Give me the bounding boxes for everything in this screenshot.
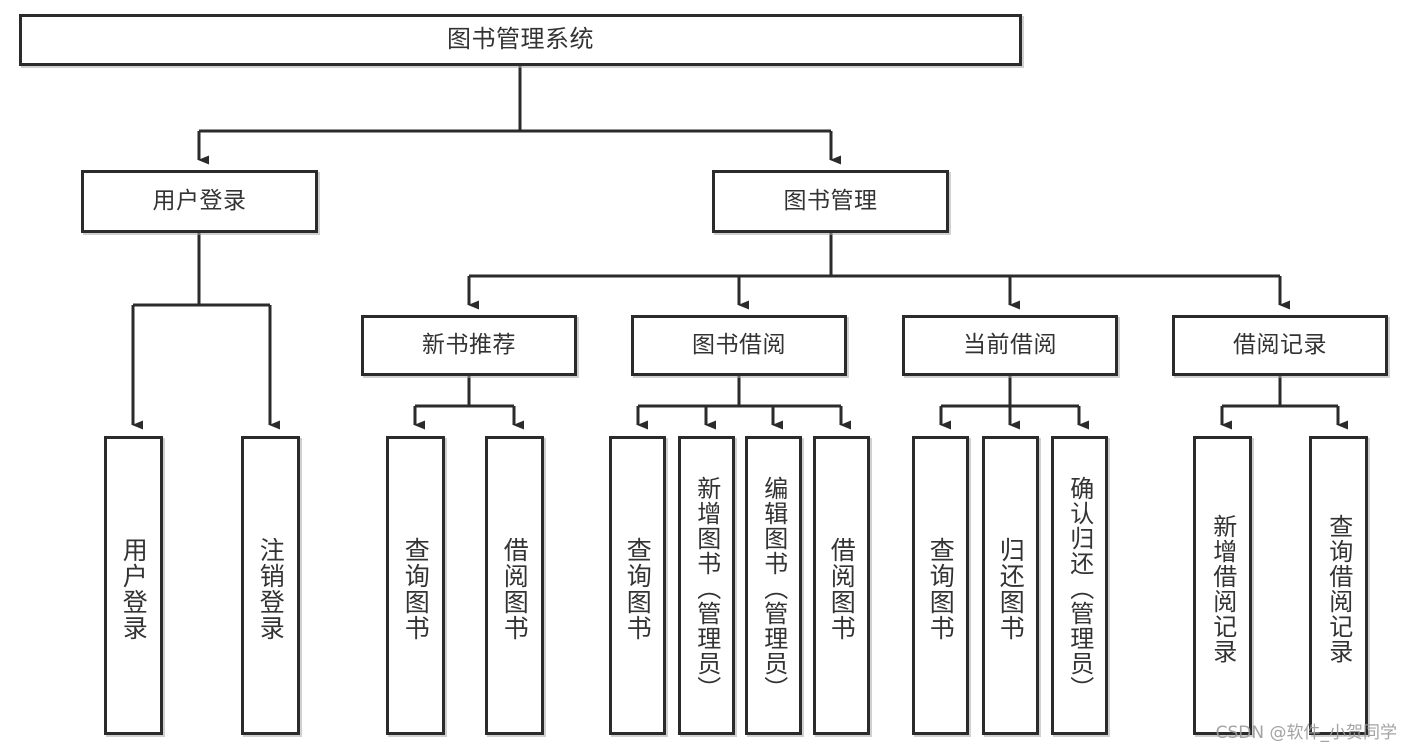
node-root-book-management-system[interactable]: 图书管理系统 (19, 14, 1022, 66)
node-label: 图书借阅 (692, 332, 786, 359)
node-borrow-record[interactable]: 借阅记录 (1172, 315, 1388, 376)
node-label: 借阅记录 (1233, 332, 1327, 359)
leaf-borrow-book[interactable]: 借阅图书 (813, 436, 870, 735)
node-label: 查询图书 (401, 536, 431, 641)
leaf-confirm-return-admin[interactable]: 确认归还（管理员） (1051, 436, 1108, 735)
leaf-query-borrow-record[interactable]: 查询借阅记录 (1309, 436, 1368, 735)
node-user-login[interactable]: 用户登录 (81, 170, 318, 233)
leaf-query-book-current[interactable]: 查询图书 (912, 436, 969, 735)
node-label: 借阅图书 (827, 536, 857, 641)
leaf-return-book[interactable]: 归还图书 (982, 436, 1039, 735)
leaf-borrow-book-recommend[interactable]: 借阅图书 (485, 436, 544, 735)
node-label: 归还图书 (996, 536, 1026, 641)
leaf-edit-book-admin[interactable]: 编辑图书（管理员） (745, 436, 802, 735)
csdn-watermark: CSDN @软件_小贺同学 (1215, 723, 1397, 743)
node-label: 用户登录 (152, 188, 247, 215)
leaf-add-book-admin[interactable]: 新增图书（管理员） (678, 436, 735, 735)
node-label: 用户登录 (119, 536, 149, 641)
leaf-add-borrow-record[interactable]: 新增借阅记录 (1193, 436, 1252, 735)
node-new-book-recommend[interactable]: 新书推荐 (361, 315, 577, 376)
leaf-query-book-borrow[interactable]: 查询图书 (609, 436, 666, 735)
node-label: 借阅图书 (500, 536, 530, 641)
leaf-query-book-recommend[interactable]: 查询图书 (386, 436, 445, 735)
node-label: 编辑图书（管理员） (759, 476, 788, 701)
node-label: 新增图书（管理员） (692, 476, 721, 701)
node-label: 注销登录 (256, 536, 286, 641)
leaf-user-login[interactable]: 用户登录 (104, 436, 163, 735)
node-label: 新增借阅记录 (1208, 513, 1237, 664)
node-label: 当前借阅 (963, 332, 1057, 359)
node-label: 图书管理系统 (447, 25, 594, 54)
node-book-borrow[interactable]: 图书借阅 (631, 315, 847, 376)
node-label: 图书管理 (783, 188, 878, 215)
node-current-borrow[interactable]: 当前借阅 (902, 315, 1118, 376)
node-label: 查询借阅记录 (1324, 513, 1353, 664)
node-label: 确认归还（管理员） (1065, 476, 1094, 701)
node-label: 查询图书 (926, 536, 956, 641)
node-book-management[interactable]: 图书管理 (712, 170, 949, 233)
node-label: 新书推荐 (422, 332, 516, 359)
leaf-logout[interactable]: 注销登录 (241, 436, 300, 735)
node-label: 查询图书 (623, 536, 653, 641)
